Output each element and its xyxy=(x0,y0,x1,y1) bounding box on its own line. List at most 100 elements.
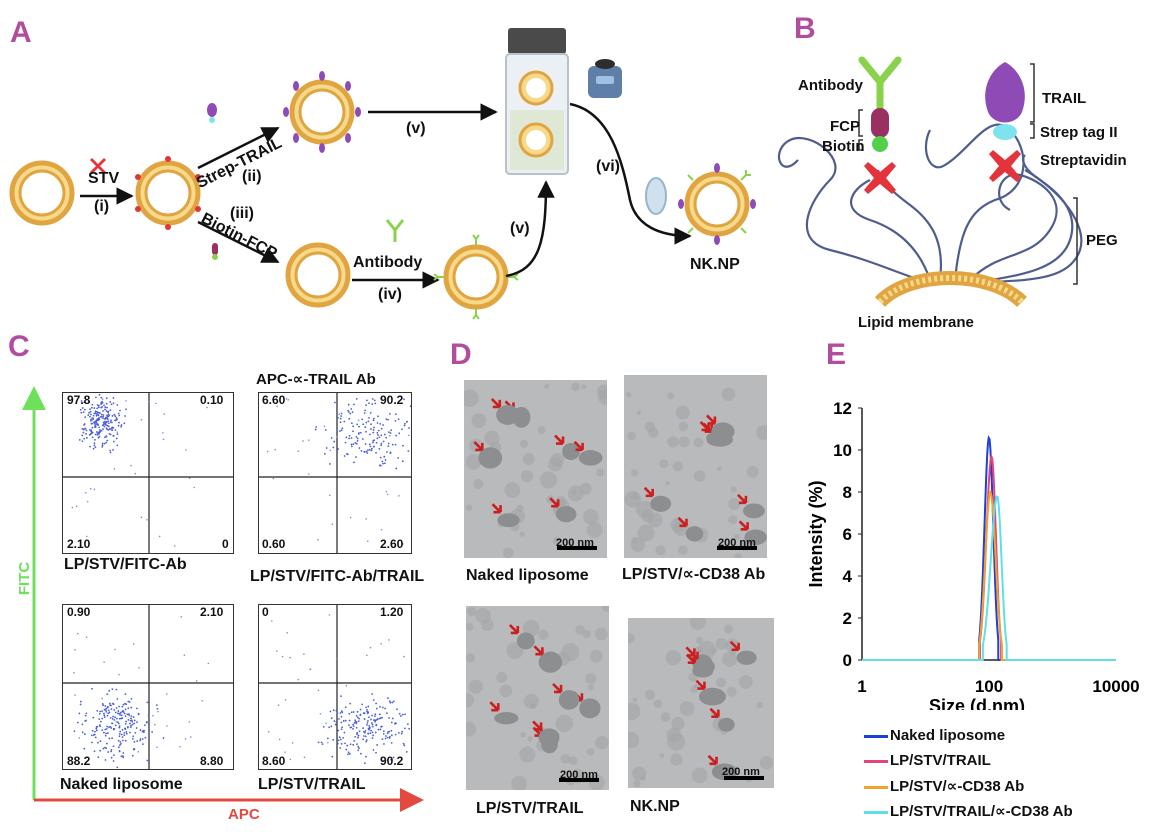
facs-dot xyxy=(339,430,341,433)
facs-dot xyxy=(96,710,99,712)
liposome-naked xyxy=(12,163,72,223)
tem-particle xyxy=(653,699,663,709)
panel-a-scheme xyxy=(0,28,756,320)
facs-dot xyxy=(84,714,87,717)
facs-dot xyxy=(103,442,106,445)
facs-dot xyxy=(112,397,115,399)
facs-dot xyxy=(94,423,96,425)
facs-dot xyxy=(118,732,121,735)
facs-dot xyxy=(336,712,339,714)
facs-dot xyxy=(317,741,320,744)
step-i-label: (i) xyxy=(94,198,110,215)
facs-dot xyxy=(85,429,88,432)
facs-dot xyxy=(340,721,343,724)
facs-dot xyxy=(85,636,88,638)
tem-particle xyxy=(475,607,491,624)
facs-dot xyxy=(367,705,370,708)
tem-particle xyxy=(550,452,565,467)
facs-dot xyxy=(407,450,410,452)
tem-liposome xyxy=(478,447,503,469)
q-lr: 2.60 xyxy=(380,537,404,551)
facs-dot xyxy=(386,736,389,739)
facs-dot xyxy=(366,540,369,543)
tem-particle xyxy=(522,453,535,466)
facs-dot xyxy=(360,450,363,452)
scale-bar-line xyxy=(559,778,599,782)
facs-dot xyxy=(109,449,111,452)
facs-dot xyxy=(93,444,96,447)
facs-dot xyxy=(119,742,122,745)
facs-dot xyxy=(376,744,379,746)
facs-dot xyxy=(102,712,105,715)
facs-dot xyxy=(91,741,93,744)
facs-dot xyxy=(388,700,391,703)
tem-particle xyxy=(640,775,646,781)
facs-dot xyxy=(119,730,122,733)
facs-dot xyxy=(408,727,411,730)
facs-dot xyxy=(216,401,218,404)
facs-dot xyxy=(132,735,135,738)
tem-particle xyxy=(586,522,603,538)
tem-particle xyxy=(568,756,578,766)
scale-bar-1: 200 nm xyxy=(556,537,594,549)
facs-dot xyxy=(166,693,168,695)
facs-dot xyxy=(323,453,326,455)
facs-dot xyxy=(303,653,305,656)
facs-dot xyxy=(103,708,106,711)
facs-dot xyxy=(379,422,382,425)
facs-dot xyxy=(79,408,82,411)
facs-dot xyxy=(127,700,130,703)
facs-dot xyxy=(85,712,88,715)
facs-dot xyxy=(401,713,404,716)
facs-dot xyxy=(124,739,127,742)
facs-dot xyxy=(92,417,94,420)
facs-dot xyxy=(139,729,142,731)
facs-dot xyxy=(94,736,97,739)
facs-dot xyxy=(386,451,388,453)
facs-dot xyxy=(380,643,382,645)
facs-dot xyxy=(118,705,120,708)
facs-dot xyxy=(105,727,108,730)
facs-dot xyxy=(375,441,378,444)
facs-dot xyxy=(107,413,110,416)
facs-dot xyxy=(120,425,122,428)
facs-dot xyxy=(94,446,97,449)
facs-dot xyxy=(403,422,406,425)
facs-label-2: LP/STV/FITC-Ab/TRAIL xyxy=(250,568,425,585)
facs-dot xyxy=(110,403,113,406)
facs-dot xyxy=(345,748,348,751)
facs-plot-4 xyxy=(258,604,412,770)
facs-dot xyxy=(345,684,348,687)
tem-particle xyxy=(587,684,594,691)
tem-particle xyxy=(465,454,482,470)
tem-liposome xyxy=(718,717,735,732)
b-streptavidin-label: Streptavidin xyxy=(1040,152,1127,169)
facs-dot xyxy=(99,749,102,752)
tem-arrow-icon xyxy=(736,493,748,505)
tem-particle xyxy=(544,383,550,389)
step-v-bottom-label: (v) xyxy=(510,220,530,237)
tem-particle xyxy=(466,721,477,737)
facs-dot xyxy=(109,704,112,707)
facs-dot xyxy=(338,718,340,720)
facs-dot xyxy=(390,429,393,432)
facs-dot xyxy=(319,712,322,715)
facs-dot xyxy=(388,434,391,437)
tem-arrow-icon xyxy=(532,720,543,731)
facs-dot xyxy=(78,439,81,441)
facs-dot xyxy=(329,710,332,713)
facs-dot xyxy=(124,415,126,417)
tem-particle xyxy=(586,748,595,756)
facs-dot xyxy=(92,414,95,417)
facs-dot xyxy=(120,714,123,717)
facs-dot xyxy=(115,437,118,440)
facs-dot xyxy=(100,396,103,399)
facs-dot xyxy=(359,431,362,434)
facs-dot xyxy=(88,411,90,414)
facs-dot xyxy=(78,712,81,715)
facs-dot xyxy=(355,442,358,445)
tem-particle xyxy=(581,384,587,390)
y-tick-label: 8 xyxy=(843,483,852,502)
tem-liposome xyxy=(497,513,520,528)
panel-c-letter: C xyxy=(8,330,30,363)
